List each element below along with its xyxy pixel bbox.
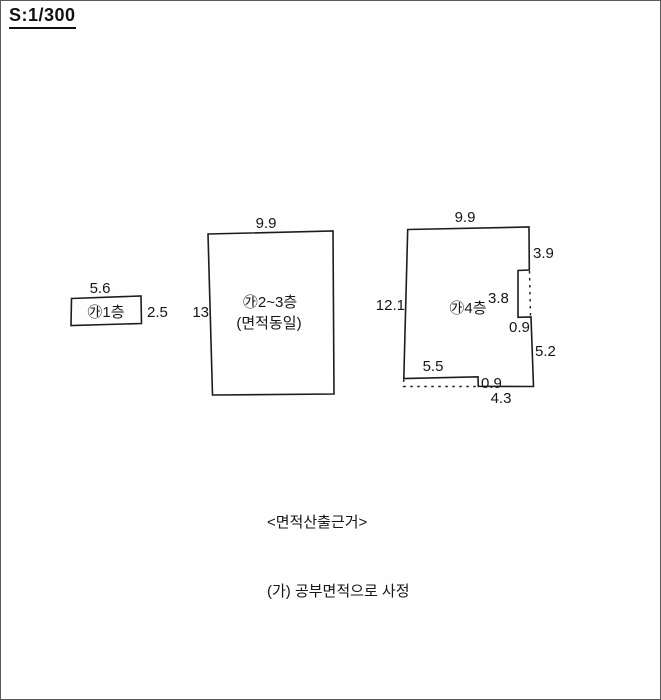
building3-dim-notch-bottom: 0.9 [509, 319, 530, 336]
building3-group: 9.9 3.9 12.1 ㉮4층 3.8 0.9 5.2 5.5 0.9 4.3 [376, 209, 556, 407]
building2-group: 9.9 13 ㉮2~3층 (면적동일) [192, 215, 335, 396]
building3-dim-notch-height: 3.8 [488, 290, 509, 307]
building2-label-line1: ㉮2~3층 [243, 294, 297, 311]
building3-dim-right-lower: 5.2 [535, 343, 556, 360]
building1-dim-top: 5.6 [90, 280, 111, 297]
building3-dim-top: 9.9 [455, 209, 476, 226]
building2-outline [207, 230, 335, 396]
building2-dim-left: 13 [192, 304, 209, 321]
building2-label-line2: (면적동일) [236, 315, 301, 332]
building3-dim-bottom-right: 4.3 [491, 390, 512, 407]
building3-dim-bottom-left: 5.5 [423, 358, 444, 375]
building1-outline [70, 295, 143, 327]
building3-label: ㉮4층 [449, 300, 486, 317]
building3-notch-dotted-line [528, 270, 532, 317]
building3-dim-bottom-step: 0.9 [481, 375, 502, 392]
building1-group: 5.6 ㉮1층 2.5 [70, 280, 168, 327]
area-calculation-notes: <면적산출근거> (가) 공부면적으로 사정 [267, 465, 410, 649]
building1-dim-right: 2.5 [147, 304, 168, 321]
building3-dim-left: 12.1 [376, 297, 405, 314]
scale-label: S:1/300 [9, 5, 76, 29]
building2-dim-top: 9.9 [256, 215, 277, 232]
notes-title: <면적산출근거> [267, 514, 368, 531]
building3-bottom-dashed-line [402, 379, 477, 388]
building3-outline [402, 226, 535, 388]
notes-line1: (가) 공부면적으로 사정 [267, 583, 410, 600]
building3-dim-right-upper: 3.9 [533, 245, 554, 262]
building1-label: ㉮1층 [87, 304, 124, 321]
